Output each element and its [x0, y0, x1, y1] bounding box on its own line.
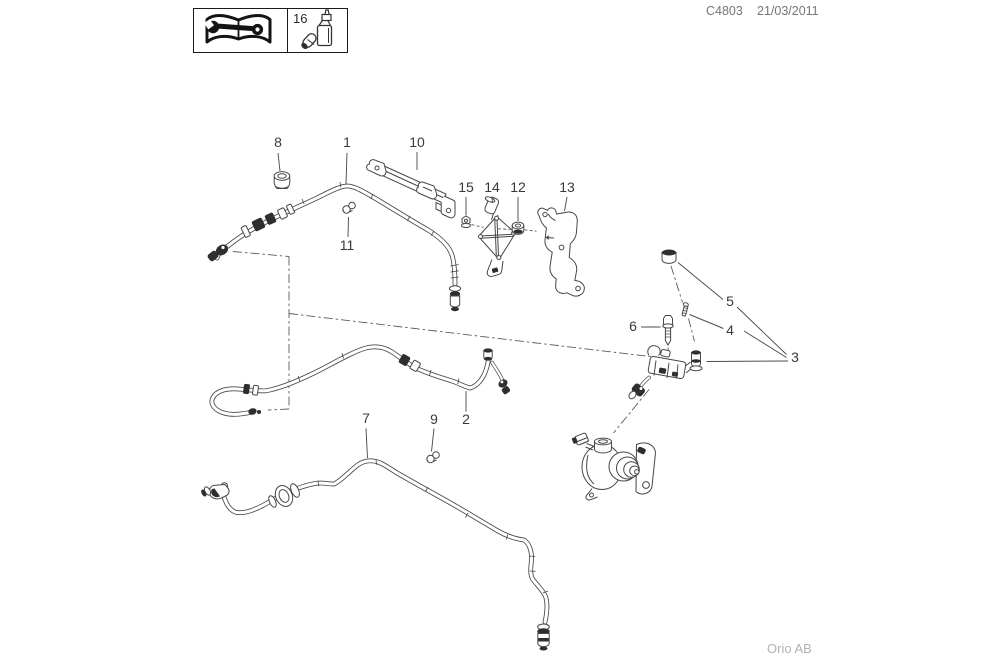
document-date: 21/03/2011 — [757, 4, 819, 18]
bracket-part-13 — [537, 207, 585, 297]
high-pressure-pump — [571, 432, 657, 501]
leader-lines — [277, 152, 789, 459]
pipe7-end-connector — [537, 623, 550, 651]
part-callout-6[interactable]: 6 — [629, 318, 637, 334]
nut-part-12 — [511, 221, 525, 235]
alignment-lines — [232, 251, 695, 434]
part-callout-14[interactable]: 14 — [484, 179, 500, 195]
sealant-bottle-icon — [301, 9, 333, 50]
legend-manual-box — [193, 8, 288, 53]
injector-assembly-part-3 — [628, 345, 703, 400]
pipe7-left-connector — [201, 482, 230, 500]
legend-item16-label: 16 — [293, 11, 308, 26]
clip-part-11 — [342, 201, 356, 214]
part-callout-13[interactable]: 13 — [559, 179, 575, 195]
grommet-part-8 — [273, 171, 291, 189]
part-callout-4[interactable]: 4 — [726, 322, 734, 338]
part-callout-15[interactable]: 15 — [458, 179, 474, 195]
brand-text: Orio AB — [767, 641, 812, 656]
pipe7-union — [268, 483, 300, 508]
pipe1-branch-connector — [448, 285, 462, 312]
cap-part-5 — [661, 249, 677, 264]
part-callout-9[interactable]: 9 — [430, 411, 438, 427]
bracket-part-10 — [366, 159, 456, 219]
part-callout-10[interactable]: 10 — [409, 134, 425, 150]
document-code: C4803 — [706, 4, 743, 18]
fuel-pipe-2 — [209, 344, 511, 417]
legend-item16-box[interactable]: 16 — [287, 8, 348, 53]
pipe2-top-connector — [483, 348, 493, 361]
fuel-pipe-1 — [207, 181, 462, 312]
pipe2-branch-connector — [498, 379, 511, 395]
part-callout-1[interactable]: 1 — [343, 134, 351, 150]
part-callout-8[interactable]: 8 — [274, 134, 282, 150]
part-14 — [477, 196, 517, 277]
part-callout-12[interactable]: 12 — [510, 179, 526, 195]
part-callout-5[interactable]: 5 — [726, 293, 734, 309]
fuel-pipe-7 — [201, 458, 550, 651]
part-callout-11[interactable]: 11 — [339, 237, 355, 253]
part-callout-7[interactable]: 7 — [362, 410, 370, 426]
part-callout-2[interactable]: 2 — [462, 411, 470, 427]
pipe1-end-connector — [207, 244, 229, 262]
bolt-part-15 — [460, 215, 472, 228]
stud-part-4 — [681, 302, 689, 317]
service-manual-book-wrench-icon — [204, 14, 272, 44]
clip-part-9 — [426, 451, 440, 464]
bolt-part-6 — [662, 315, 674, 346]
part-callout-3[interactable]: 3 — [791, 349, 799, 365]
